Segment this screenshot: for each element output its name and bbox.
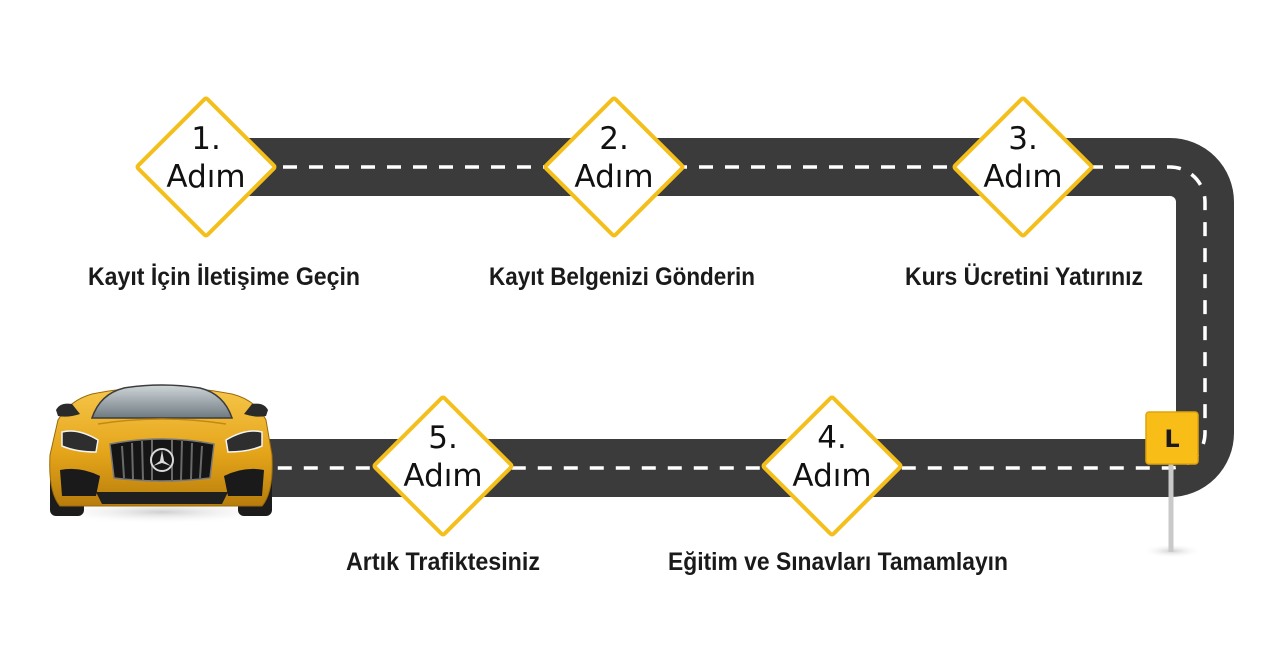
sign-plate xyxy=(1145,411,1199,465)
step-number: 5. xyxy=(428,420,458,456)
step-word: Adım xyxy=(792,458,871,494)
car-headlight-right xyxy=(225,430,263,453)
step-diamond xyxy=(761,395,903,537)
step-word: Adım xyxy=(574,159,653,195)
step-2-title: Kayıt Belgenizi Gönderin xyxy=(489,263,755,291)
step-number: 1. xyxy=(191,121,221,157)
sign-pole xyxy=(1168,448,1174,552)
step-1-title: Kayıt İçin İletişime Geçin xyxy=(88,263,360,291)
car-intake-right xyxy=(224,468,264,496)
step-4-title: Eğitim ve Sınavları Tamamlayın xyxy=(668,548,1008,576)
sports-car-icon xyxy=(44,384,280,524)
car-mirror-left xyxy=(56,403,80,417)
car-headlight-left xyxy=(61,430,99,453)
step-number: 4. xyxy=(817,420,847,456)
step-word: Adım xyxy=(166,159,245,195)
step-diamond xyxy=(372,395,514,537)
step-diamond xyxy=(135,96,277,238)
road xyxy=(205,138,1234,497)
step-word: Adım xyxy=(403,458,482,494)
step-1: 1. Adım xyxy=(135,96,277,238)
step-4: 4. Adım xyxy=(761,395,903,537)
step-number: 3. xyxy=(1008,121,1038,157)
learner-plate-sign-icon: L xyxy=(1142,411,1202,558)
step-2: 2. Adım xyxy=(543,96,685,238)
car-splitter xyxy=(96,492,228,504)
step-number: 2. xyxy=(599,121,629,157)
car-emblem-star xyxy=(153,450,171,466)
road-surface xyxy=(205,138,1234,497)
step-diamond xyxy=(952,96,1094,238)
sign-letter: L xyxy=(1164,425,1179,453)
car-intake-left xyxy=(60,468,100,496)
step-word: Adım xyxy=(983,159,1062,195)
step-5: 5. Adım xyxy=(372,395,514,537)
car-windshield xyxy=(90,384,234,419)
step-5-title: Artık Trafiktesiniz xyxy=(346,548,540,576)
step-3: 3. Adım xyxy=(952,96,1094,238)
road-center-line xyxy=(205,165,1207,470)
car-hood-line xyxy=(97,418,227,425)
car-grille-bars xyxy=(121,440,203,481)
step-3-title: Kurs Ücretini Yatırınız xyxy=(905,262,1143,291)
car-mirror-right xyxy=(244,403,268,417)
step-diamond xyxy=(543,96,685,238)
